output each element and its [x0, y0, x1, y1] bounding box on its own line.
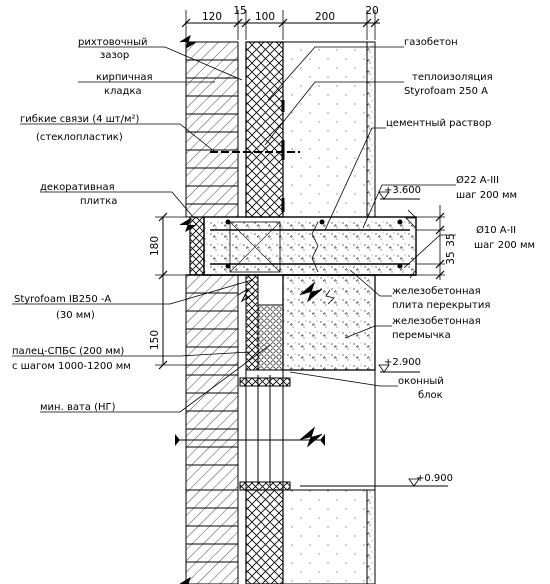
label-insulation-1: теплоизоляция: [412, 72, 493, 83]
dim-rebar-bottom-35: 35: [445, 251, 457, 264]
dim-top-20: 20: [365, 5, 378, 17]
label-gap-2: зазор: [100, 50, 129, 61]
label-tile-1: декоративная: [40, 182, 115, 193]
label-rebar2-2: шаг 200 мм: [474, 240, 535, 251]
dim-top-15: 15: [233, 5, 246, 17]
label-styrofoam-ib-1: Styrofoam IB250 -A: [14, 294, 111, 305]
label-palec-1: палец-СПБС (200 мм): [12, 346, 124, 357]
elevation-sill-label: +0.900: [416, 473, 453, 484]
dim-top-120: 120: [202, 11, 222, 23]
label-lintel-1: железобетонная: [392, 316, 481, 327]
label-rebar1-1: Ø22 А-III: [456, 174, 499, 186]
rebar-dims: 35 35: [416, 205, 457, 280]
label-palec-2: с шагом 1000-1200 мм: [12, 361, 131, 372]
break-lines: [179, 34, 323, 584]
dim-rebar-top-35: 35: [445, 233, 457, 246]
label-minvata: мин. вата (НГ): [40, 402, 116, 413]
lower-wall-bottom: [185, 374, 376, 584]
leader-lines: [12, 46, 456, 413]
dim-left-150: 150: [149, 330, 161, 350]
label-ties-2: (стеклопластик): [36, 132, 123, 143]
dim-left-180: 180: [149, 236, 161, 256]
label-rebar2-1: Ø10 А-II: [476, 224, 516, 236]
label-gap-1: рихтовочный: [78, 37, 148, 48]
dim-top-200: 200: [315, 11, 335, 23]
window-block: [175, 369, 325, 491]
right-labels: газобетон теплоизоляция Styrofoam 250 A …: [386, 37, 535, 401]
dim-top-100: 100: [255, 11, 275, 23]
floor-slab: [186, 209, 417, 279]
elevation-slab: +3.600: [378, 185, 421, 200]
label-ties-1: гибкие связи (4 шт/м²): [20, 114, 140, 125]
elevation-sill: +0.900: [300, 473, 453, 487]
label-brick-1: кирпичная: [96, 72, 153, 83]
label-window-1: оконный: [398, 376, 444, 387]
top-dimension-chain: 120 15 100 200 20: [181, 5, 380, 40]
left-labels: рихтовочный зазор кирпичная кладка гибки…: [12, 37, 153, 413]
label-window-2: блок: [418, 390, 443, 401]
label-insulation-2: Styrofoam 250 A: [404, 86, 488, 97]
elevation-slab-label: +3.600: [384, 185, 421, 196]
elevation-lintel-label: +2.900: [384, 357, 421, 368]
label-slab-1: железобетонная: [392, 286, 481, 297]
label-gazobeton: газобетон: [404, 37, 458, 48]
label-tile-2: плитка: [80, 196, 117, 207]
label-mortar: цементный раствор: [386, 118, 491, 129]
label-rebar1-2: шаг 200 мм: [456, 190, 517, 201]
label-slab-2: плита перекрытия: [392, 300, 490, 311]
elevation-lintel: +2.900: [378, 357, 421, 373]
label-lintel-2: перемычка: [392, 330, 451, 341]
left-dimension-chain: 180 150: [149, 212, 190, 370]
label-styrofoam-ib-2: (30 мм): [56, 310, 95, 321]
label-brick-2: кладка: [104, 86, 142, 97]
